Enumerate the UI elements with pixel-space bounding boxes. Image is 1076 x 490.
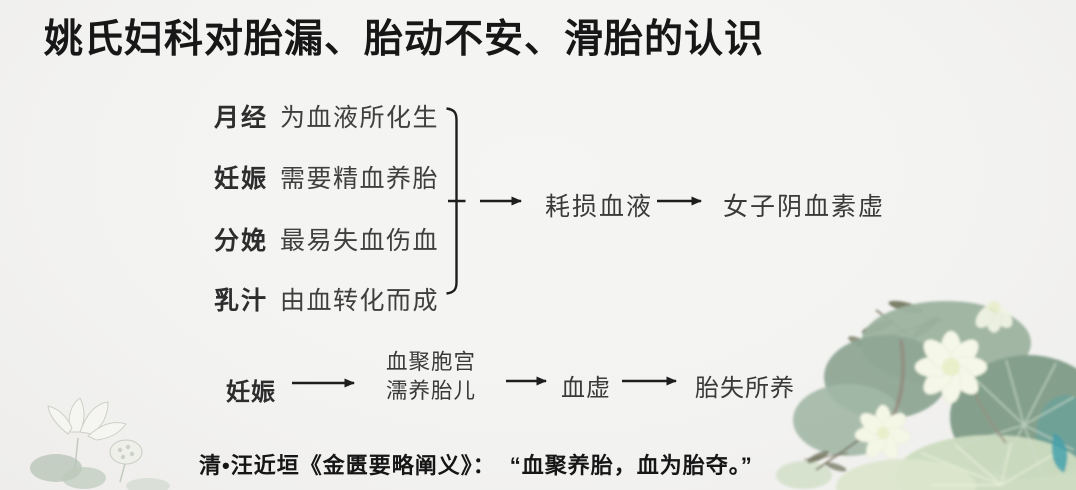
node-yin-blood-deficiency: 女子阴血素虚 xyxy=(723,194,886,221)
citation: 清•汪近垣《金匮要略阐义》： “血聚养胎，血为胎夺。” xyxy=(199,448,753,480)
factor-label: 月经 xyxy=(214,105,269,132)
node-blood-deficiency: 血虚 xyxy=(561,376,611,402)
node-blood-depletion: 耗损血液 xyxy=(545,194,654,221)
factor-label: 分娩 xyxy=(214,228,269,255)
citation-source: 清•汪近垣《金匮要略阐义》： xyxy=(199,453,496,478)
lotus-sketch-decoration xyxy=(30,397,170,490)
factor-label: 妊娠 xyxy=(214,166,269,193)
factor-label: 乳汁 xyxy=(214,288,269,315)
node-pregnancy-start: 妊娠 xyxy=(226,380,276,406)
grouping-bracket-icon xyxy=(446,107,458,295)
factor-desc: 需要精血养胎 xyxy=(280,166,440,193)
factor-row-childbirth: 分娩 最易失血伤血 xyxy=(214,221,439,257)
node-fetus-malnourished: 胎失所养 xyxy=(695,376,795,402)
citation-quote: “血聚养胎，血为胎夺。” xyxy=(509,453,753,478)
factor-row-menstruation: 月经 为血液所化生 xyxy=(214,98,439,134)
node-line-2: 濡养胎儿 xyxy=(386,379,477,403)
factor-desc: 最易失血伤血 xyxy=(280,228,440,255)
lotus-painting-decoration xyxy=(776,300,1076,490)
factor-row-lactation: 乳汁 由血转化而成 xyxy=(214,281,439,317)
lotus-flower-icon xyxy=(914,330,988,404)
slide-title: 姚氏妇科对胎漏、胎动不安、滑胎的认识 xyxy=(44,18,765,61)
lotus-flower-icon xyxy=(975,301,1013,333)
node-blood-gathers-womb: 血聚胞宫 濡养胎儿 xyxy=(386,348,476,406)
node-line-1: 血聚胞宫 xyxy=(386,350,477,374)
lotus-flower-icon xyxy=(854,404,911,460)
factor-desc: 由血转化而成 xyxy=(280,288,440,315)
factor-row-pregnancy: 妊娠 需要精血养胎 xyxy=(214,159,439,195)
factor-desc: 为血液所化生 xyxy=(280,105,440,132)
teal-accent-icon xyxy=(1051,433,1068,473)
